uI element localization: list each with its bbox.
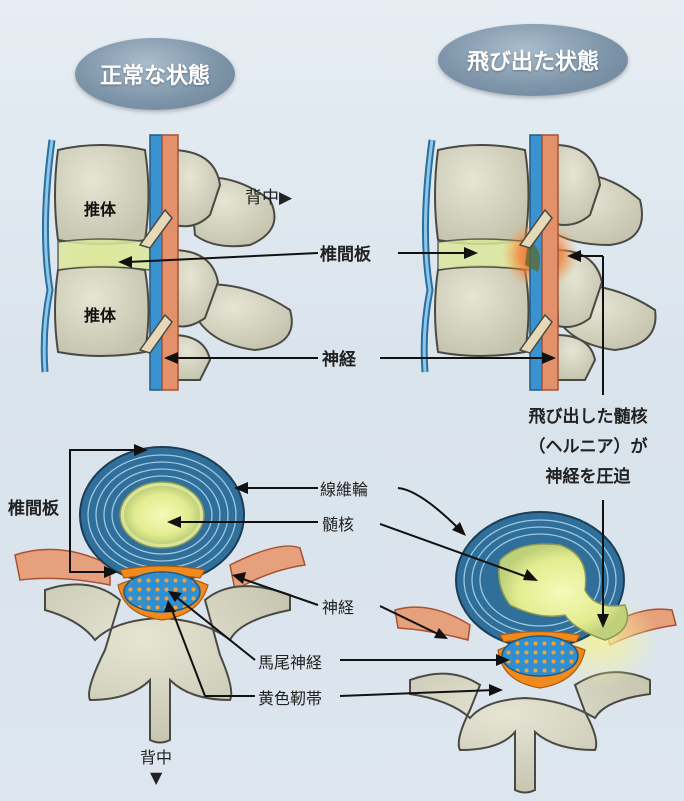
back-bottom-arrow-icon: ▼	[150, 768, 162, 787]
ligamentum-flavum-label: 黄色靭帯	[258, 685, 322, 709]
herniated-spine-axial	[395, 512, 676, 793]
nerve-cross-label: 神経	[322, 594, 354, 618]
back-bottom-label: 背中	[140, 744, 172, 768]
normal-spine-sagittal	[44, 135, 292, 390]
title-herniated: 飛び出た状態	[438, 24, 628, 96]
vertebral-body-label-lower: 推体	[84, 302, 116, 326]
herniation-note-line3: 神経を圧迫	[488, 462, 684, 492]
cauda-equina-label: 馬尾神経	[258, 649, 322, 673]
vertebral-body-label-upper: 推体	[84, 196, 116, 220]
annulus-fibrosus-label: 線維輪	[320, 476, 368, 500]
disc-cross-label: 椎間板	[8, 494, 59, 519]
herniation-note: 飛び出した髄核 （ヘルニア）が 神経を圧迫	[488, 402, 684, 492]
herniated-spine-sagittal	[424, 135, 655, 390]
back-side-label: 背中▶	[245, 183, 292, 208]
herniation-note-line1: 飛び出した髄核	[488, 402, 684, 432]
herniation-note-line2: （ヘルニア）が	[488, 432, 684, 462]
title-normal: 正常な状態	[75, 38, 235, 110]
nucleus-pulposus-label: 髄核	[322, 511, 354, 535]
nerve-label-sagittal: 神経	[322, 345, 356, 370]
intervertebral-disc-label: 椎間板	[320, 240, 371, 265]
